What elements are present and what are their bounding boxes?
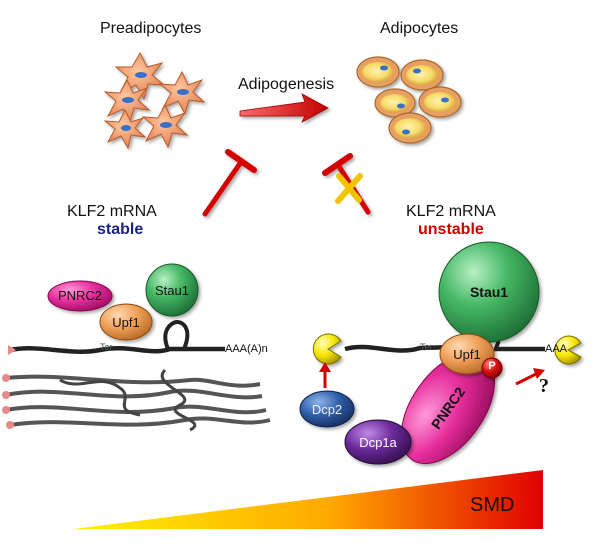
polya-tail-right: AAA (545, 343, 568, 355)
ter-label-right: Ter (420, 342, 433, 352)
smd-label: SMD (470, 494, 515, 516)
left-mrna (8, 319, 225, 355)
pnrc2-protein-left (47, 280, 113, 312)
left-mrna-label: KLF2 mRNA (67, 203, 157, 220)
dcp2-protein (299, 390, 355, 428)
left-mrna-stack (2, 368, 271, 432)
dcp1a-label: Dcp1a (359, 435, 397, 450)
stau1-label-right: Stau1 (469, 284, 509, 300)
dcp1a-protein (344, 419, 412, 465)
question-mark: ? (539, 375, 549, 397)
upf1-label-right: Upf1 (453, 347, 481, 362)
phospho-label: P (488, 360, 496, 372)
adipocytes-label: Adipocytes (380, 20, 459, 37)
adipocyte-cells (356, 56, 462, 144)
ter-label-left: Ter (100, 342, 113, 352)
adipogenesis-arrow (239, 93, 329, 123)
exonuclease-pacman-icon (554, 335, 582, 365)
dcp2-label: Dcp2 (311, 402, 343, 417)
preadipocyte-cells (103, 51, 206, 150)
pnrc2-label-left: PNRC2 (57, 288, 103, 303)
stau1-label-left: Stau1 (155, 283, 189, 298)
upf1-protein-right (439, 333, 495, 375)
right-mrna-label: KLF2 mRNA (406, 203, 496, 220)
stau1-protein-left (145, 263, 199, 317)
block-cross-icon (335, 173, 363, 204)
upf1-protein-left (99, 303, 153, 341)
preadipocytes-label: Preadipocytes (100, 20, 202, 37)
right-state-label: unstable (418, 221, 484, 238)
inhibition-arrow-left (202, 149, 257, 217)
polya-tail-left: AAA(A)n (225, 343, 268, 355)
decapping-pacman-icon (312, 333, 342, 365)
adipogenesis-label: Adipogenesis (238, 76, 335, 93)
smd-gradient-wedge (73, 470, 543, 529)
decay-arrow-right (515, 368, 545, 386)
left-state-label: stable (97, 221, 144, 238)
phospho-group (481, 357, 503, 379)
decay-arrow-up (319, 362, 331, 388)
upf1-label-left: Upf1 (112, 315, 140, 330)
